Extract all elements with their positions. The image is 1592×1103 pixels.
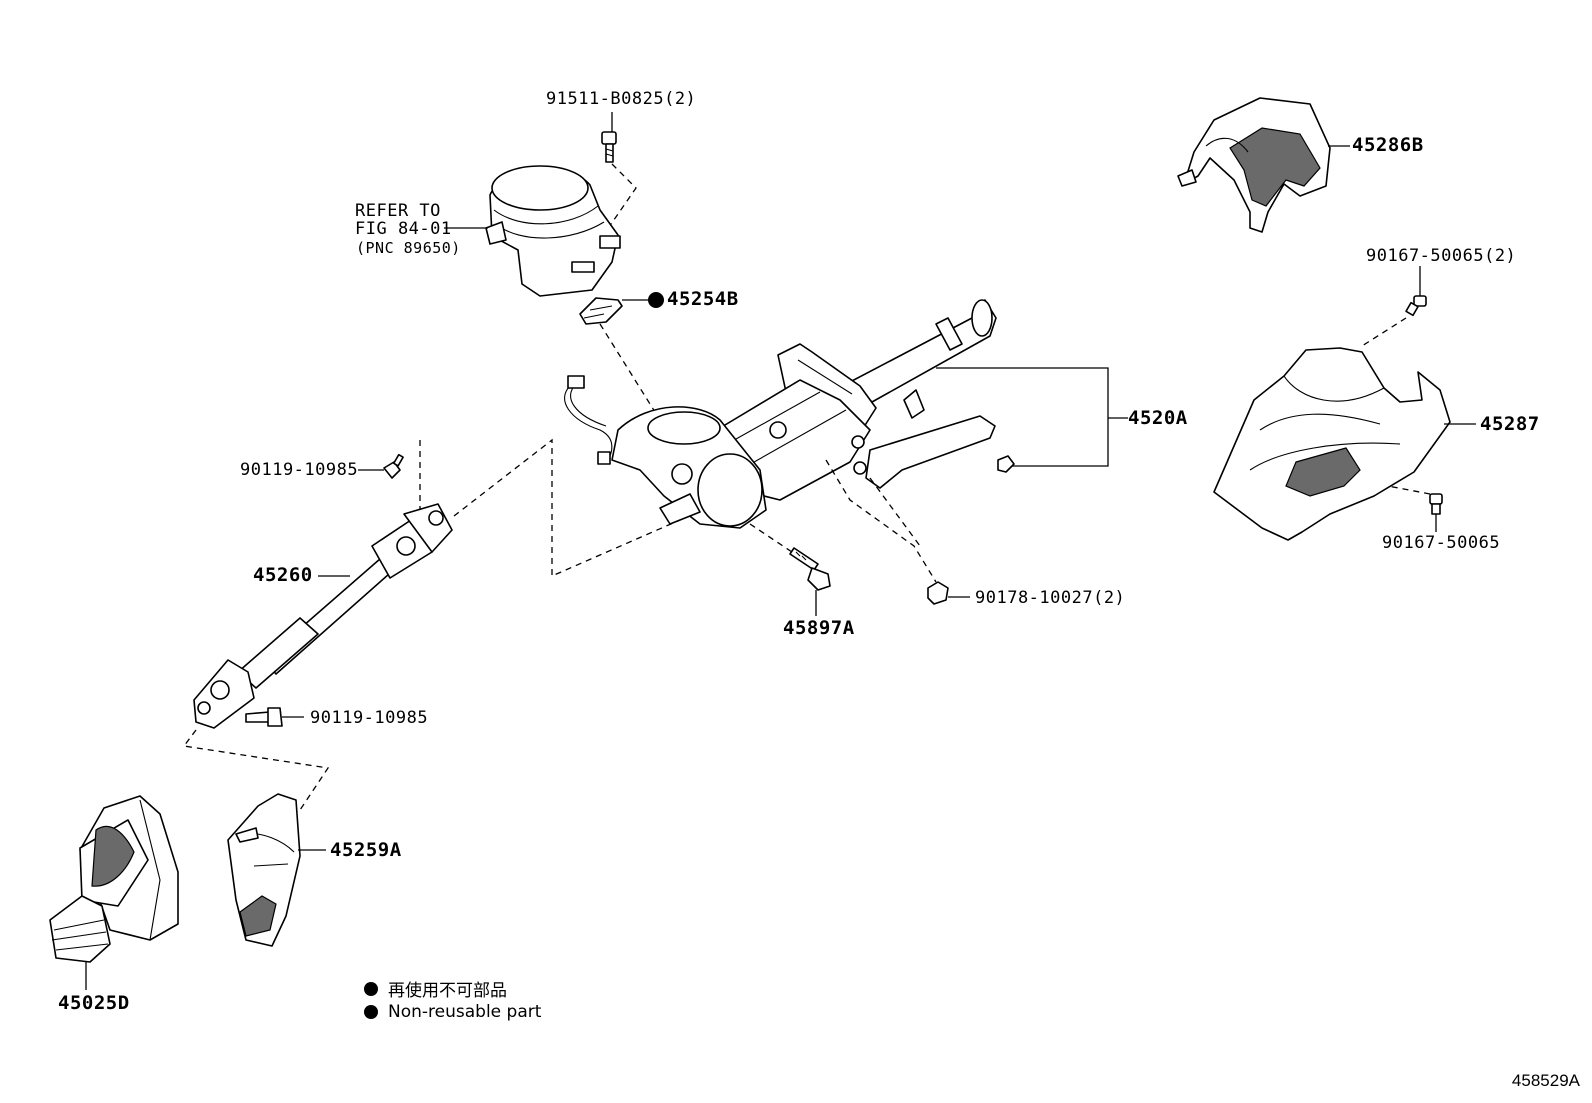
steering-column-4520A: [564, 299, 997, 529]
eps-motor-assembly: [485, 165, 621, 297]
legend-text-japanese: 再使用不可部品: [388, 981, 507, 1001]
label-90167-50065-2: 90167-50065(2): [1366, 246, 1517, 266]
label-refer-pnc: (PNC 89650): [356, 239, 461, 257]
bolt-90119-upper: [383, 453, 404, 479]
lower-cover-45287: [1213, 347, 1451, 541]
hole-cover-45259A: [227, 793, 301, 947]
nut-4520A: [997, 455, 1015, 473]
label-90119-10985-lower: 90119-10985: [310, 708, 429, 728]
non-reusable-dot-icon: [364, 1005, 378, 1019]
screw-90167-lower: [1429, 493, 1443, 515]
label-45025D: 45025D: [58, 992, 130, 1014]
non-reusable-marker-icon: [648, 292, 664, 308]
label-91511-B0825: 91511-B0825(2): [546, 89, 697, 109]
label-refer-fig: FIG 84-01: [355, 219, 452, 239]
clip-45254B: [579, 297, 623, 325]
label-45897A: 45897A: [783, 617, 855, 639]
label-90167-50065: 90167-50065: [1382, 533, 1501, 553]
upper-cover-45286B: [1177, 97, 1331, 233]
bolt-91511-B0825: [601, 131, 617, 163]
label-90178-10027: 90178-10027(2): [975, 588, 1126, 608]
screw-90167-upper: [1405, 295, 1427, 317]
label-45286B: 45286B: [1352, 134, 1424, 156]
boot-45025D: [49, 795, 179, 963]
bolt-45897A: [789, 547, 831, 591]
label-45260: 45260: [253, 564, 313, 586]
bolt-90119-lower: [245, 707, 283, 727]
legend-line-english: Non-reusable part: [364, 1002, 541, 1022]
legend-text-english: Non-reusable part: [388, 1002, 542, 1022]
label-45287: 45287: [1480, 413, 1540, 435]
label-90119-10985-upper: 90119-10985: [240, 460, 359, 480]
non-reusable-dot-icon: [364, 981, 378, 996]
image-code: 458529A: [1511, 1071, 1580, 1090]
label-refer-to: REFER TO: [355, 201, 441, 221]
legend-line-japanese: 再使用不可部品: [364, 976, 507, 1001]
label-45259A: 45259A: [330, 839, 402, 861]
label-4520A: 4520A: [1128, 407, 1188, 429]
nut-90178-10027: [927, 581, 949, 605]
label-45254B: 45254B: [667, 288, 739, 310]
intermediate-shaft-45260: [193, 503, 453, 729]
